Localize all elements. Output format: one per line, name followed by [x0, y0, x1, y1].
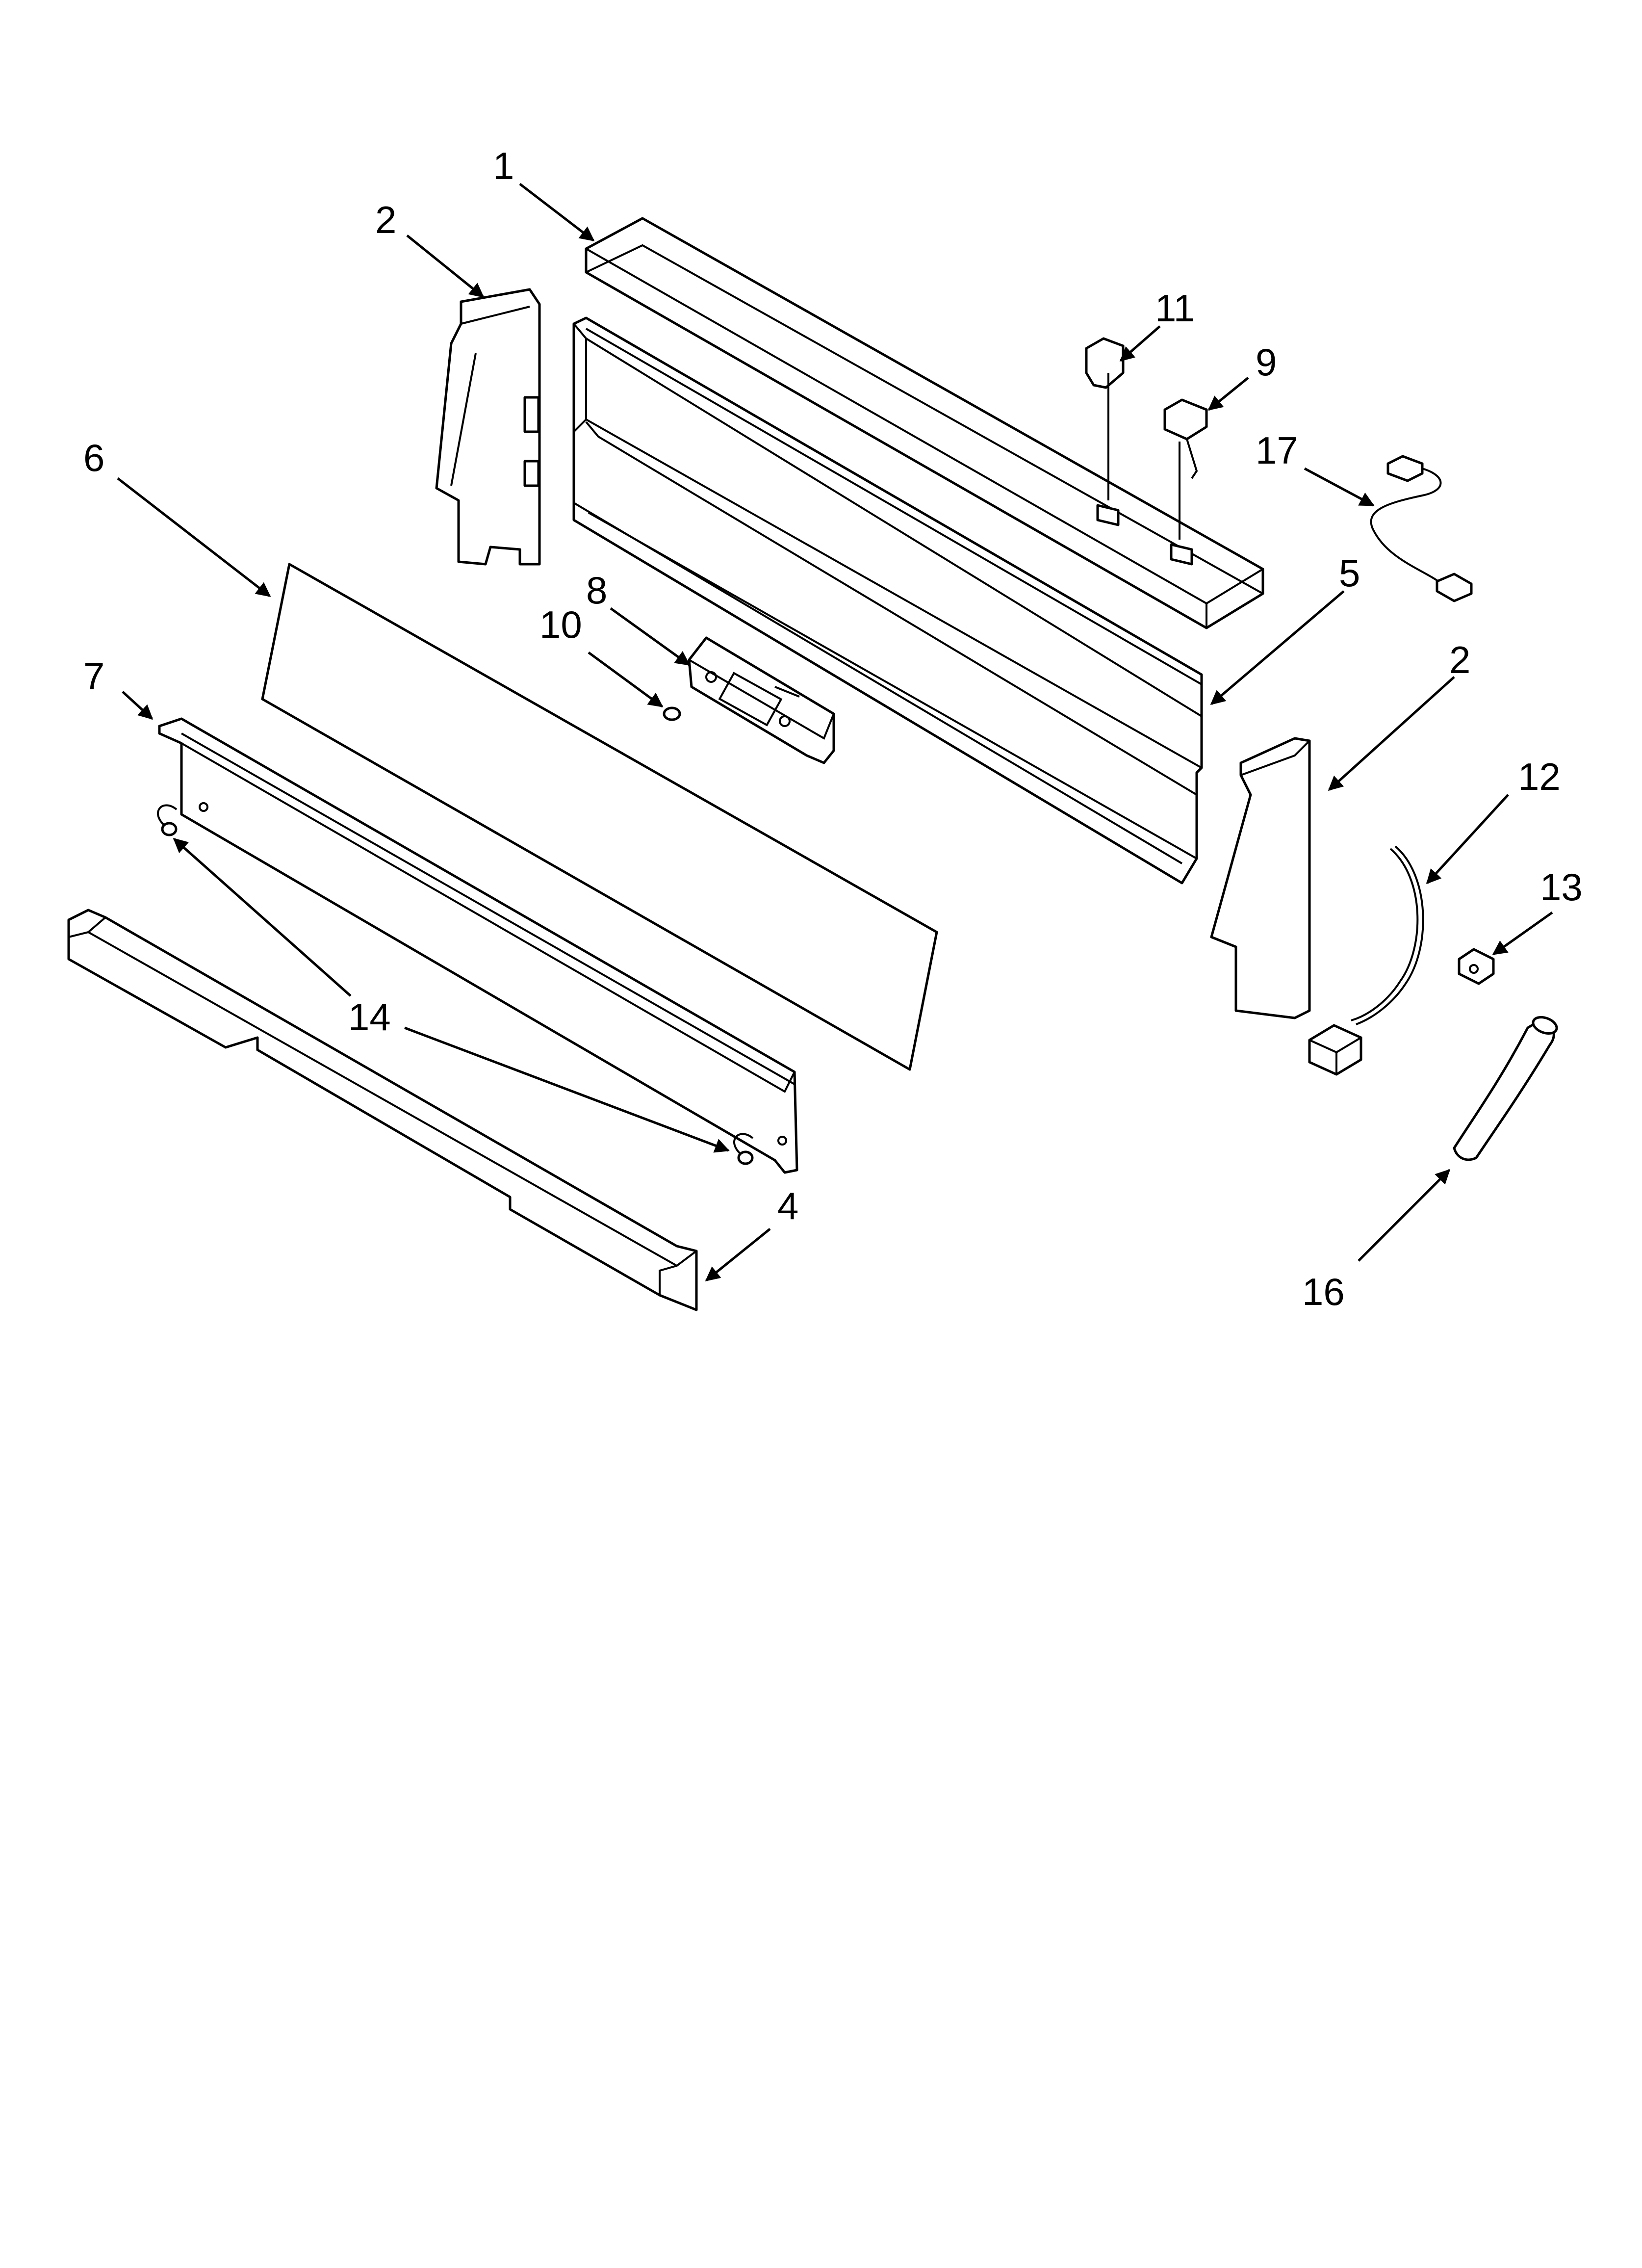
leader-8 — [610, 607, 691, 666]
part-16-hose — [1453, 1016, 1558, 1161]
leader-9 — [1207, 377, 1249, 411]
part-4-bottom-panel — [67, 909, 698, 1311]
callout-17: 17 — [1256, 429, 1298, 472]
leader-4 — [705, 1228, 771, 1281]
leader-14a — [173, 838, 352, 997]
part-13-clip — [1458, 948, 1495, 985]
callout-9: 9 — [1256, 340, 1277, 384]
leader-14b — [404, 1026, 730, 1153]
callout-14: 14 — [348, 995, 391, 1039]
part-2-left-end-cap — [435, 288, 541, 566]
part-6-glass-panel — [261, 563, 938, 1071]
callout-16: 16 — [1302, 1270, 1345, 1313]
callout-1: 1 — [493, 144, 514, 187]
part-8-control-bracket — [688, 636, 835, 764]
callout-2-left: 2 — [375, 198, 396, 241]
callout-8: 8 — [586, 569, 607, 612]
part-10-knob — [663, 706, 681, 721]
leader-17 — [1304, 467, 1375, 507]
leader-16 — [1358, 1169, 1451, 1262]
leader-1 — [519, 183, 595, 241]
leader-11 — [1119, 325, 1161, 362]
callout-5: 5 — [1339, 551, 1360, 595]
leader-2b — [1328, 676, 1455, 791]
callout-7: 7 — [83, 654, 104, 698]
leader-lines — [117, 183, 1553, 1281]
callout-6: 6 — [83, 436, 104, 479]
callout-4: 4 — [777, 1184, 798, 1227]
part-5-back-panel — [572, 316, 1203, 885]
leader-6 — [117, 477, 271, 597]
part-14-clip-right — [733, 1133, 754, 1165]
leader-7 — [122, 691, 154, 720]
leader-5 — [1210, 590, 1345, 705]
part-17-wire-harness — [1370, 455, 1473, 602]
part-9-switch — [1163, 398, 1208, 540]
part-14-clip-left — [157, 804, 178, 836]
leader-13 — [1492, 911, 1553, 956]
callout-labels: 1 2 2 4 5 6 7 8 9 10 11 12 13 14 16 17 — [83, 144, 1583, 1313]
part-12-cord — [1308, 845, 1424, 1076]
callout-11: 11 — [1155, 287, 1195, 330]
part-7-trim-strip — [158, 717, 798, 1174]
part-11-switch — [1085, 337, 1125, 500]
part-1-top-channel — [585, 217, 1264, 629]
callout-13: 13 — [1540, 865, 1583, 909]
leader-10 — [588, 651, 664, 708]
callout-12: 12 — [1518, 755, 1561, 798]
part-2-right-end-cap — [1210, 737, 1311, 1019]
callout-2-right: 2 — [1449, 638, 1470, 681]
leader-2a — [406, 235, 485, 298]
callout-10: 10 — [539, 603, 582, 646]
leader-12 — [1426, 794, 1509, 885]
